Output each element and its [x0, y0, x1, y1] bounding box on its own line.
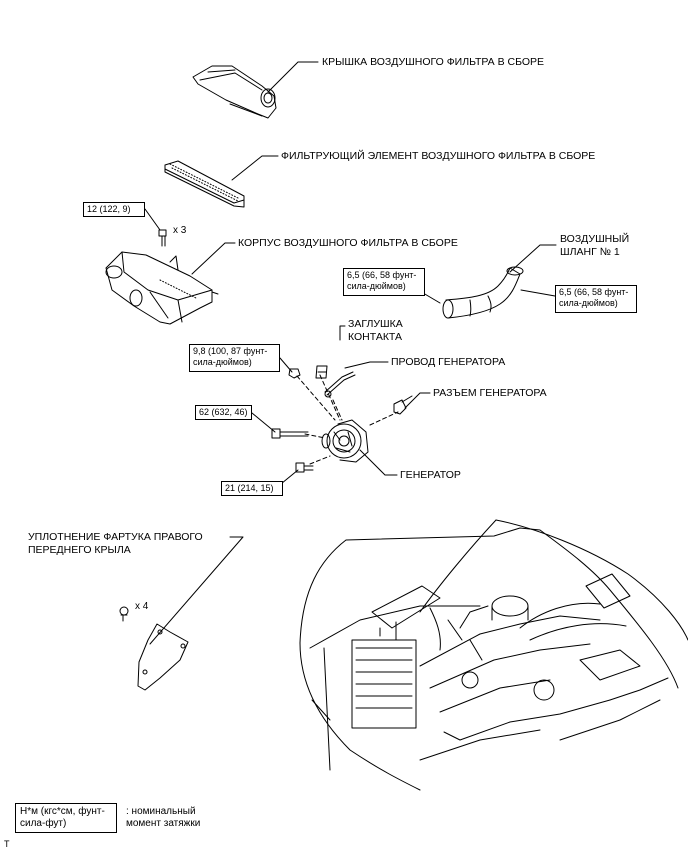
legend-desc-line2: момент затяжки — [126, 818, 201, 829]
filter-element-drawing — [164, 160, 245, 208]
air-hose-label-line2: ШЛАНГ № 1 — [560, 246, 620, 258]
air-cleaner-cap-drawing — [192, 65, 277, 119]
torque-terminal-nut-line2: сила-дюймов) — [193, 357, 252, 367]
torque-generator-short-bolt: 21 (214, 15) — [221, 481, 283, 496]
terminal-cap-label-line1: ЗАГЛУШКА — [348, 318, 403, 330]
generator-wire-drawing — [324, 371, 356, 398]
legend-unit-box: Н*м (кгс*см, фунт- сила-фут) — [15, 803, 117, 833]
generator-label: ГЕНЕРАТОР — [400, 469, 461, 481]
torque-hose-left: 6,5 (66, 58 фунт- сила-дюймов) — [343, 268, 425, 296]
generator-short-bolt-drawing — [295, 462, 314, 473]
legend-desc-line1: : номинальный — [126, 806, 196, 817]
torque-hose-left-line1: 6,5 (66, 58 фунт- — [347, 270, 417, 280]
legend-unit-line1: Н*м (кгс*см, фунт- — [20, 806, 105, 817]
torque-terminal-nut: 9,8 (100, 87 фунт- сила-дюймов) — [189, 344, 280, 372]
footer-mark: T — [4, 839, 10, 849]
air-cleaner-case-label: КОРПУС ВОЗДУШНОГО ФИЛЬТРА В СБОРЕ — [238, 237, 458, 249]
torque-hose-right-line2: сила-дюймов) — [559, 298, 618, 308]
terminal-cap-label: ЗАГЛУШКА КОНТАКТА — [348, 318, 403, 344]
assembly-lines — [296, 374, 399, 465]
fender-clip-drawing — [119, 606, 129, 622]
terminal-cap-label-line2: КОНТАКТА — [348, 331, 403, 343]
generator-drawing — [321, 419, 369, 463]
torque-case-bolt: 12 (122, 9) — [83, 202, 145, 217]
terminal-cap-drawing — [315, 365, 328, 379]
fender-seal-label-line1: УПЛОТНЕНИЕ ФАРТУКА ПРАВОГО — [28, 531, 203, 543]
fender-seal-label-line2: ПЕРЕДНЕГО КРЫЛА — [28, 544, 131, 556]
torque-hose-right-line1: 6,5 (66, 58 фунт- — [559, 287, 629, 297]
case-bolt-drawing — [158, 229, 167, 247]
torque-generator-long-bolt: 62 (632, 46) — [195, 405, 252, 420]
fender-seal-drawing — [137, 623, 189, 691]
fender-clip-quantity: x 4 — [135, 601, 149, 612]
generator-long-bolt-drawing — [271, 428, 309, 439]
torque-terminal-nut-line1: 9,8 (100, 87 фунт- — [193, 346, 268, 356]
air-hose-drawing — [442, 266, 524, 319]
generator-wire-label: ПРОВОД ГЕНЕРАТОРА — [391, 356, 506, 368]
air-hose-label: ВОЗДУШНЫЙ ШЛАНГ № 1 — [560, 233, 629, 259]
filter-element-label: ФИЛЬТРУЮЩИЙ ЭЛЕМЕНТ ВОЗДУШНОГО ФИЛЬТРА В… — [281, 150, 596, 162]
air-hose-label-line1: ВОЗДУШНЫЙ — [560, 233, 630, 245]
air-cleaner-case-drawing — [105, 251, 219, 325]
engine-bay-drawing — [299, 519, 688, 791]
fender-seal-label: УПЛОТНЕНИЕ ФАРТУКА ПРАВОГО ПЕРЕДНЕГО КРЫ… — [28, 531, 203, 557]
case-bolt-quantity: x 3 — [173, 225, 187, 236]
torque-hose-left-line2: сила-дюймов) — [347, 281, 406, 291]
legend-unit-line2: сила-фут) — [20, 818, 67, 829]
generator-connector-label: РАЗЪЕМ ГЕНЕРАТОРА — [433, 387, 547, 399]
terminal-nut-drawing — [288, 368, 301, 379]
legend-description: : номинальный момент затяжки — [126, 806, 200, 830]
generator-connector-drawing — [393, 395, 413, 415]
torque-hose-right: 6,5 (66, 58 фунт- сила-дюймов) — [555, 285, 637, 313]
air-cleaner-cap-label: КРЫШКА ВОЗДУШНОГО ФИЛЬТРА В СБОРЕ — [322, 56, 545, 68]
